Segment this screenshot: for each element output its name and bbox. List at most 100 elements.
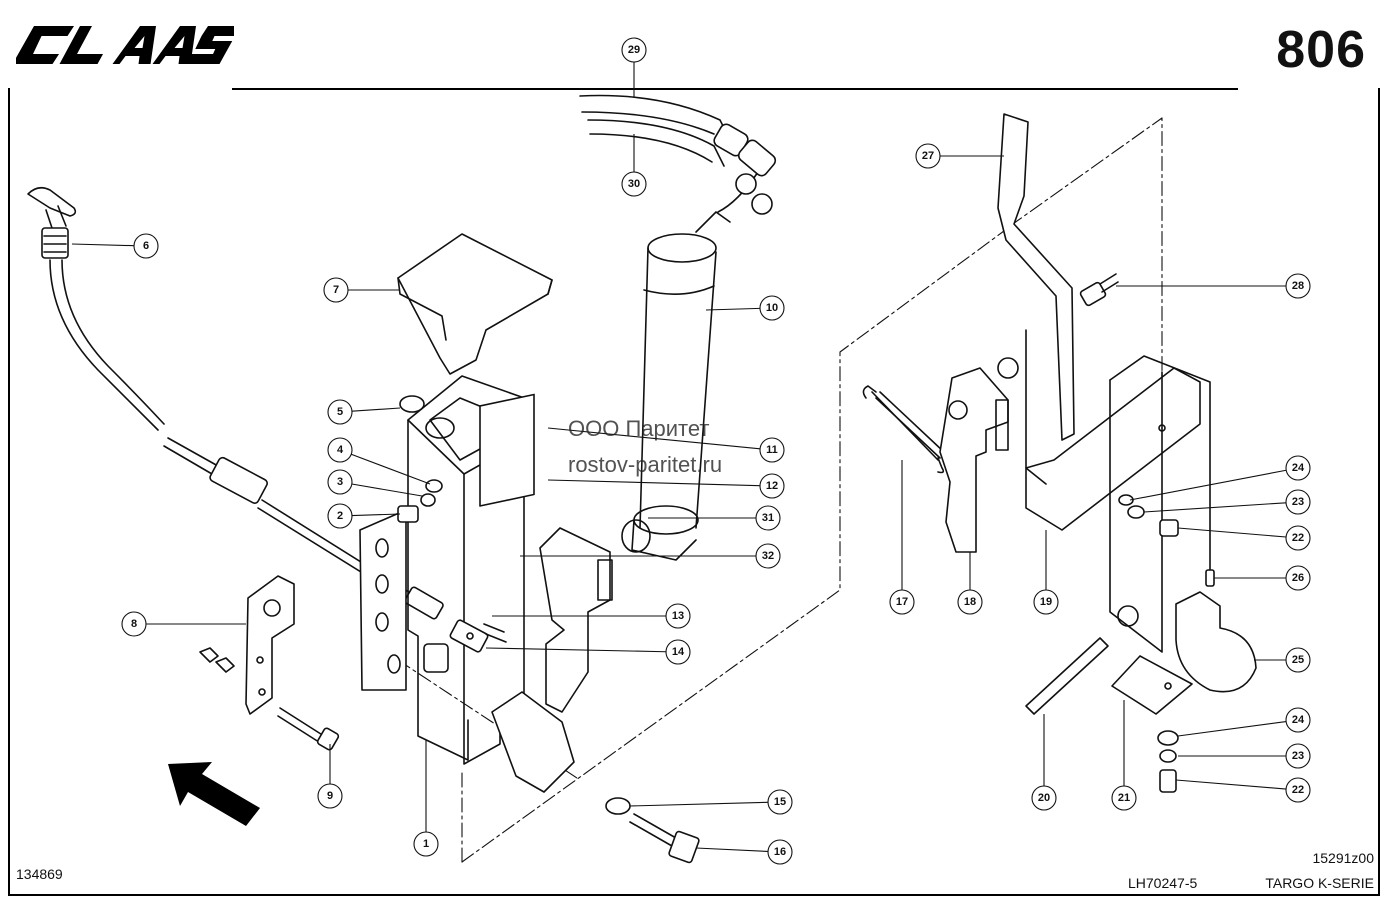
callout-circle bbox=[121, 611, 147, 637]
callout-circle bbox=[957, 589, 983, 615]
callout-number: 32 bbox=[762, 550, 774, 562]
callout-number: 29 bbox=[628, 44, 640, 56]
callout-circle bbox=[1285, 707, 1311, 733]
callout-26: 26 bbox=[1214, 565, 1311, 591]
part-31-seal bbox=[621, 519, 651, 553]
callout-number: 31 bbox=[762, 512, 774, 524]
part-8-plate bbox=[199, 575, 295, 715]
callout-number: 10 bbox=[766, 302, 778, 314]
callout-32: 32 bbox=[520, 543, 781, 569]
callout-30: 30 bbox=[621, 134, 647, 197]
callout-number: 5 bbox=[337, 406, 343, 418]
part-17-spring bbox=[862, 385, 945, 474]
callout-22: 22 bbox=[1175, 777, 1311, 803]
callout-number: 12 bbox=[766, 480, 778, 492]
leader-line bbox=[547, 479, 761, 487]
fasteners-22-24-upper bbox=[997, 357, 1179, 537]
callout-circle bbox=[1285, 525, 1311, 551]
callout-7: 7 bbox=[323, 277, 400, 303]
callout-number: 23 bbox=[1292, 496, 1304, 508]
callout-27: 27 bbox=[915, 143, 1004, 169]
callout-17: 17 bbox=[889, 460, 915, 615]
leader-line bbox=[351, 453, 431, 485]
callout-13: 13 bbox=[492, 603, 691, 629]
claas-logo bbox=[16, 26, 234, 64]
callout-18: 18 bbox=[957, 552, 983, 615]
leader-line bbox=[705, 307, 761, 311]
callout-28: 28 bbox=[1116, 273, 1311, 299]
part-18-hook bbox=[939, 367, 1009, 553]
callout-number: 24 bbox=[1292, 714, 1305, 726]
callout-2: 2 bbox=[327, 503, 401, 529]
page-number: 806 bbox=[1276, 21, 1366, 79]
callout-number: 15 bbox=[774, 796, 786, 808]
leader-line bbox=[485, 647, 667, 653]
part-9-bolt bbox=[277, 707, 340, 751]
callout-circle bbox=[1285, 743, 1311, 769]
callout-number: 16 bbox=[774, 846, 786, 858]
callout-number: 25 bbox=[1292, 654, 1304, 666]
callout-circle bbox=[621, 171, 647, 197]
callout-number: 13 bbox=[672, 610, 684, 622]
callout-circle bbox=[413, 831, 439, 857]
callout-circle bbox=[327, 437, 353, 463]
callout-number: 3 bbox=[337, 476, 343, 488]
part-28-bolt bbox=[1079, 273, 1119, 307]
callout-3: 3 bbox=[327, 469, 423, 497]
part-20-pin bbox=[1025, 637, 1109, 715]
callout-number: 30 bbox=[628, 178, 640, 190]
callout-circle bbox=[1285, 273, 1311, 299]
callout-number: 2 bbox=[337, 510, 343, 522]
callout-23: 23 bbox=[1143, 489, 1311, 515]
series-name: TARGO K-SERIE bbox=[1265, 875, 1374, 891]
callout-circle bbox=[133, 233, 159, 259]
callout-circle bbox=[767, 789, 793, 815]
callout-number: 22 bbox=[1292, 784, 1304, 796]
leader-line bbox=[351, 407, 401, 412]
callout-circle bbox=[317, 783, 343, 809]
leader-line bbox=[71, 243, 135, 247]
callout-number: 7 bbox=[333, 284, 339, 296]
callout-16: 16 bbox=[695, 839, 793, 865]
callout-5: 5 bbox=[327, 399, 401, 425]
callout-number: 6 bbox=[143, 240, 149, 252]
callout-circle bbox=[1285, 489, 1311, 515]
callout-21: 21 bbox=[1111, 700, 1137, 811]
figure-reference: 15291z00 bbox=[1312, 850, 1374, 866]
part-15-washer bbox=[605, 797, 631, 815]
callout-number: 4 bbox=[337, 444, 344, 456]
part-1-frame bbox=[359, 375, 613, 793]
leader-line bbox=[1129, 469, 1287, 501]
callout-number: 14 bbox=[672, 646, 685, 658]
callout-circle bbox=[1285, 647, 1311, 673]
callout-19: 19 bbox=[1033, 530, 1059, 615]
callout-number: 23 bbox=[1292, 750, 1304, 762]
part-26-pin bbox=[1205, 569, 1215, 587]
frame-notch-right bbox=[1238, 84, 1378, 92]
callout-circle bbox=[755, 543, 781, 569]
leader-line bbox=[1177, 527, 1287, 538]
callout-number: 17 bbox=[896, 596, 908, 608]
callout-1: 1 bbox=[413, 740, 439, 857]
callout-circle bbox=[1285, 777, 1311, 803]
callout-number: 27 bbox=[922, 150, 934, 162]
callout-circle bbox=[1031, 785, 1057, 811]
callout-circle bbox=[915, 143, 941, 169]
callout-number: 8 bbox=[131, 618, 137, 630]
callout-number: 22 bbox=[1292, 532, 1304, 544]
callout-24: 24 bbox=[1129, 455, 1311, 501]
catalog-number: 134869 bbox=[16, 866, 63, 882]
callout-circle bbox=[759, 437, 785, 463]
callout-circle bbox=[621, 37, 647, 63]
callout-circle bbox=[327, 399, 353, 425]
part-6-cable bbox=[27, 186, 444, 620]
callout-circle bbox=[1285, 565, 1311, 591]
callout-number: 18 bbox=[964, 596, 976, 608]
callout-23: 23 bbox=[1178, 743, 1311, 769]
part-25-hook bbox=[1175, 591, 1257, 693]
callout-31: 31 bbox=[648, 505, 781, 531]
part-27-strap bbox=[997, 113, 1075, 441]
callout-24: 24 bbox=[1177, 707, 1311, 737]
